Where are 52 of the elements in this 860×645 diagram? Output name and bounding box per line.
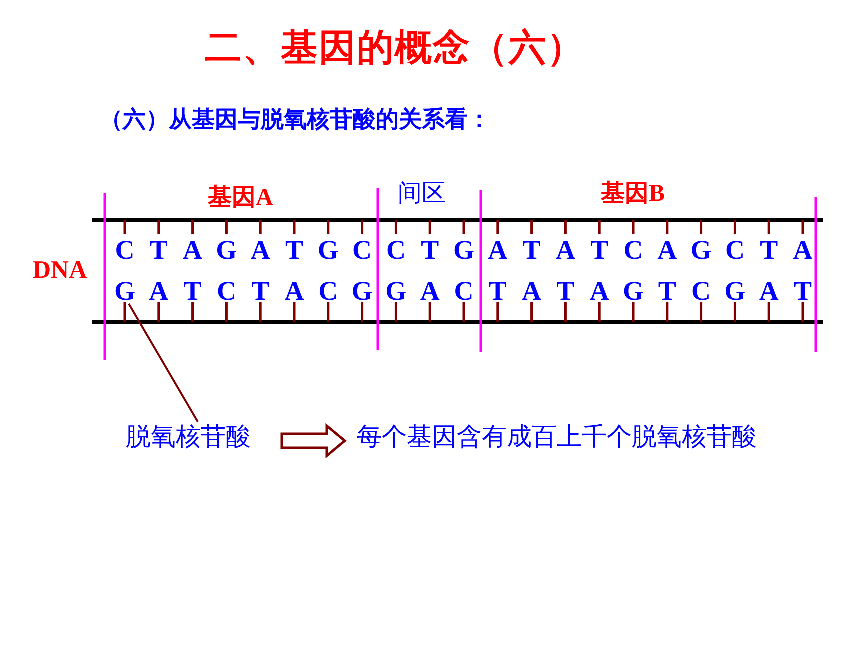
term-text: 脱氧核苷酸 <box>126 425 251 450</box>
base-letter: G <box>350 278 374 305</box>
base-letter: A <box>656 237 678 264</box>
base-letter: C <box>690 278 712 305</box>
base-letter: A <box>250 237 272 264</box>
subtitle: （六）从基因与脱氧核苷酸的关系看： <box>100 108 491 131</box>
base-letter: C <box>622 237 644 264</box>
base-letter: T <box>759 237 780 264</box>
base-letter: G <box>316 237 340 264</box>
strand-label: DNA <box>33 258 88 283</box>
base-letter: T <box>488 278 508 305</box>
base-letter: A <box>284 278 306 305</box>
base-letter: C <box>453 278 475 305</box>
base-letter: T <box>792 278 813 305</box>
base-letter: T <box>590 237 610 264</box>
base-letter: A <box>419 278 441 305</box>
base-letter: T <box>284 237 304 264</box>
base-letter: A <box>758 278 780 305</box>
base-letter: A <box>148 278 170 305</box>
base-letter: C <box>114 237 136 264</box>
base-letter: G <box>215 237 238 264</box>
base-letter: A <box>487 237 509 264</box>
base-letter: C <box>352 237 374 264</box>
base-letter: G <box>724 278 747 305</box>
base-letter: C <box>385 237 407 264</box>
gene-label: 基因A <box>208 186 274 210</box>
base-letter: T <box>420 237 440 264</box>
base-letter: T <box>250 278 271 305</box>
base-letter: C <box>318 278 340 305</box>
region-label: 间区 <box>398 182 446 206</box>
base-letter: C <box>724 237 746 264</box>
base-letter: T <box>522 237 542 264</box>
base-letter: A <box>792 237 814 264</box>
title: 二、基因的概念（六） <box>205 30 585 67</box>
base-letter: C <box>216 278 238 305</box>
gene-label: 基因B <box>601 182 666 206</box>
base-letter: T <box>182 278 203 305</box>
base-letter: G <box>111 278 139 305</box>
base-letter: G <box>384 278 408 305</box>
statement-text: 每个基因含有成百上千个脱氧核苷酸 <box>357 425 757 450</box>
base-letter: G <box>690 237 713 264</box>
base-letter: A <box>554 237 576 264</box>
base-letter: T <box>657 278 678 305</box>
base-letter: T <box>556 278 576 305</box>
base-letter: G <box>622 278 645 305</box>
base-letter: A <box>521 278 543 305</box>
leader-line <box>128 304 199 422</box>
block-arrow <box>280 423 347 459</box>
base-letter: G <box>452 237 476 264</box>
base-letter: A <box>182 237 204 264</box>
base-letter: A <box>588 278 610 305</box>
base-letter: T <box>148 237 169 264</box>
